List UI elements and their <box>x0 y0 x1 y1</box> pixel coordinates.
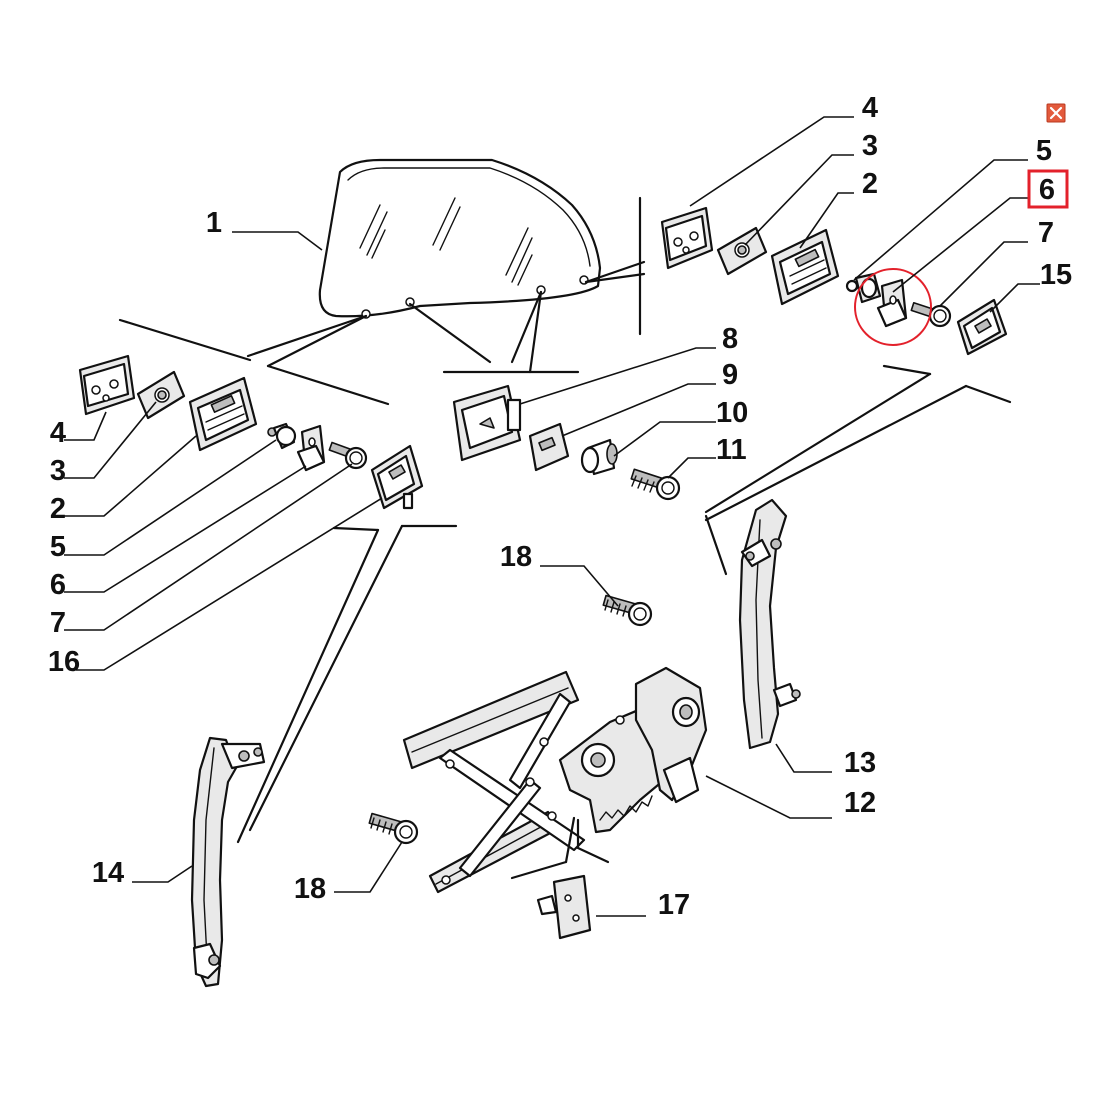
right-assembly-lines <box>704 364 1012 576</box>
glass-reflection-lines <box>359 197 533 286</box>
part-11-bolt-center <box>630 468 681 501</box>
part-6-spacer-right <box>876 278 908 328</box>
part-2-carrier-left <box>188 376 258 452</box>
part-3-clip-right <box>716 226 768 276</box>
callout-labels: 1 4 3 2 5 6 7 15 4 3 2 5 6 7 16 8 9 10 1… <box>48 92 1072 921</box>
callout-9: 9 <box>722 359 738 391</box>
callout-11: 11 <box>716 434 747 466</box>
callout-18-upper: 18 <box>500 541 532 573</box>
part-10-bushing-center <box>580 438 618 476</box>
part-14-front-guide-rail <box>190 736 266 988</box>
glass-mounting-lines <box>118 196 646 406</box>
part-4-guide-shoe-left <box>78 354 136 416</box>
callout-6-left: 6 <box>50 569 66 601</box>
callout-5-upper: 5 <box>1036 135 1052 167</box>
callout-1: 1 <box>206 207 222 239</box>
part-13-rear-guide-rail <box>738 498 801 750</box>
part-18-bolt-upper <box>602 594 653 627</box>
callout-12: 12 <box>844 787 876 819</box>
callout-15: 15 <box>1040 259 1072 291</box>
callout-2-upper: 2 <box>862 168 878 200</box>
part-9-clip-center <box>528 422 570 472</box>
part-18-bolt-lower <box>368 812 419 845</box>
callout-8: 8 <box>722 323 738 355</box>
left-assembly-lines <box>236 524 458 844</box>
callout-3-upper: 3 <box>862 130 878 162</box>
callout-18-lower: 18 <box>294 873 326 905</box>
part-window-glass <box>318 158 602 319</box>
callout-2-left: 2 <box>50 493 66 525</box>
regulator-assembly-lines <box>510 816 610 880</box>
part-6-highlight-circle <box>854 268 932 346</box>
callout-7-upper: 7 <box>1038 217 1054 249</box>
part-15-slider-right <box>956 298 1008 356</box>
part-16-slider-left <box>370 444 424 510</box>
part-5-stud-right <box>845 272 882 304</box>
callout-6-upper: 6 <box>1039 174 1055 206</box>
part-12-window-regulator <box>402 666 708 894</box>
callout-17: 17 <box>658 889 690 921</box>
part-6-spacer-left <box>296 424 326 472</box>
part-7-bolt-left <box>328 441 368 470</box>
close-icon[interactable] <box>1046 103 1066 123</box>
part-5-stud-left <box>267 422 297 450</box>
part-17-block <box>536 874 592 940</box>
callout-16: 16 <box>48 646 80 678</box>
part-3-clip-left <box>136 370 186 420</box>
part-8-carrier-center <box>452 384 522 462</box>
callout-10: 10 <box>716 397 748 429</box>
callout-7-left: 7 <box>50 607 66 639</box>
callout-4-upper: 4 <box>862 92 878 124</box>
callout-3-left: 3 <box>50 455 66 487</box>
callout-6-highlight-box <box>1027 169 1069 209</box>
callout-5-left: 5 <box>50 531 66 563</box>
part-4-guide-shoe-right <box>660 206 714 270</box>
leader-lines <box>64 116 1040 917</box>
callout-4-left: 4 <box>50 417 66 449</box>
callout-14: 14 <box>92 857 124 889</box>
callout-13: 13 <box>844 747 876 779</box>
part-2-carrier-right <box>770 228 840 306</box>
